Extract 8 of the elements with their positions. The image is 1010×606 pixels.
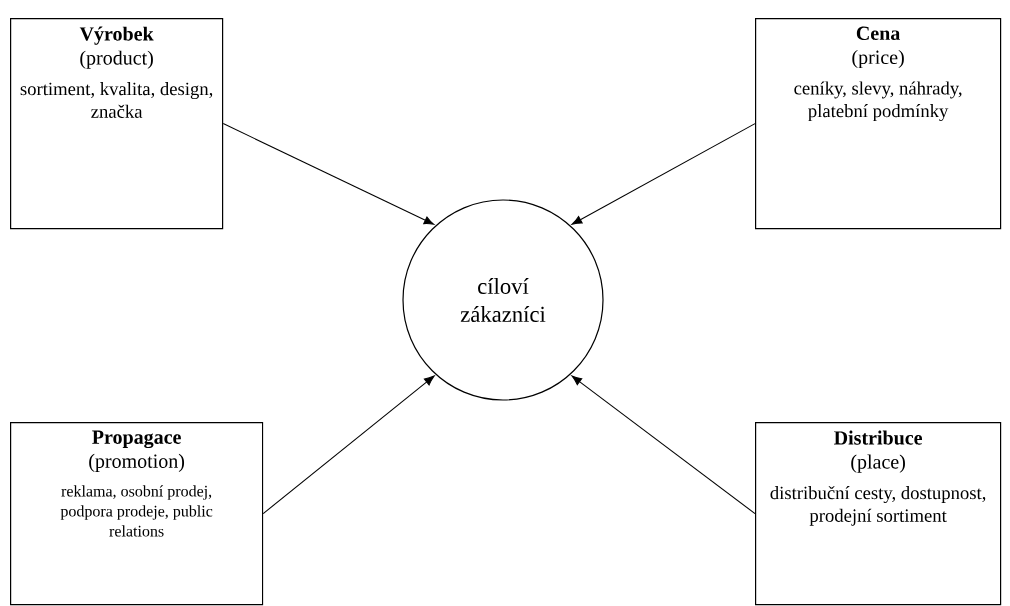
text-box: Cena (price) ceníky, slevy, náhrady, platební podmínky xyxy=(755,18,1002,230)
arrow xyxy=(571,123,756,225)
arrow xyxy=(262,375,435,515)
text-box: Výrobek (product) sortiment, kvalita, design, značka xyxy=(10,18,224,230)
text-box: Propagace (promotion) reklama, osobní prodej, podpora prodeje, public relations xyxy=(10,422,264,606)
arrow xyxy=(222,123,435,225)
text-box: Distribuce (place) distribuční cesty, dostupnost, prodejní sortiment xyxy=(755,422,1002,606)
arrow xyxy=(571,375,756,515)
